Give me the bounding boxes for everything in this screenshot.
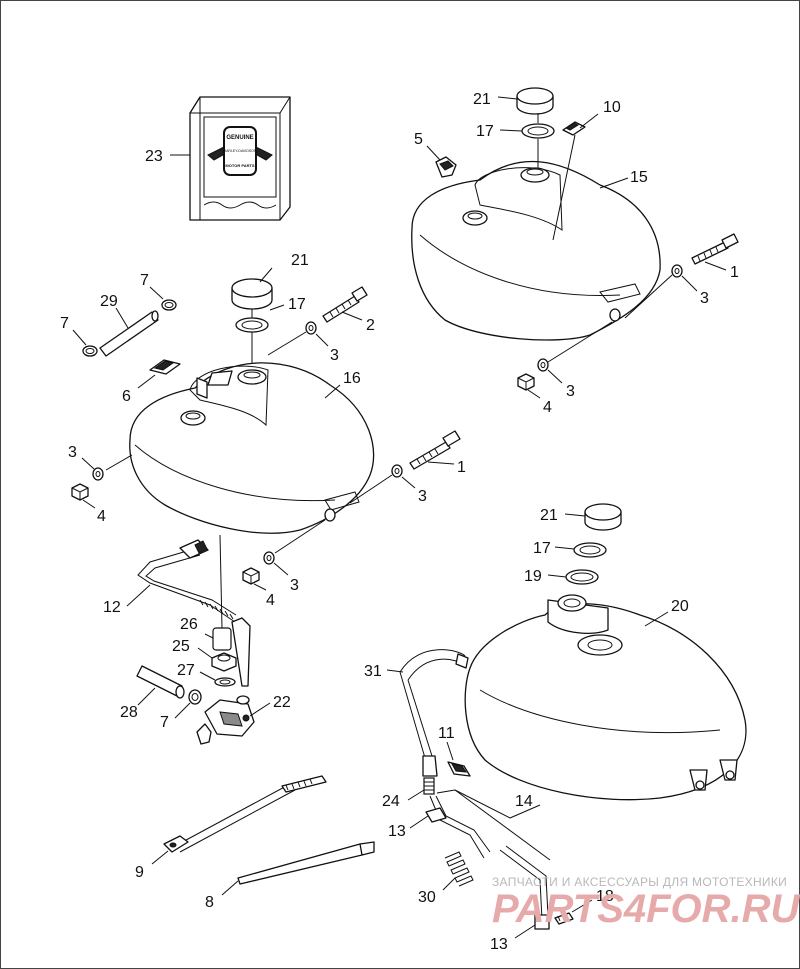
bolt-1-mid	[409, 430, 461, 470]
svg-text:MOTOR PARTS: MOTOR PARTS	[225, 163, 255, 168]
filter-26	[212, 627, 232, 651]
clip-5	[435, 156, 457, 178]
fuel-tank-20	[464, 594, 747, 801]
nut-25	[211, 652, 237, 672]
callout-25: 25	[172, 638, 190, 655]
callout-19: 19	[524, 568, 542, 585]
fitting-18	[554, 912, 574, 925]
callout-4-top: 4	[543, 399, 552, 416]
callout-7-b: 7	[60, 315, 69, 332]
bolt-1-top	[691, 233, 739, 265]
hose-28	[136, 665, 185, 699]
callout-10: 10	[603, 99, 621, 116]
svg-text:HARLEY-DAVIDSON: HARLEY-DAVIDSON	[224, 149, 257, 153]
vent-hose-31	[399, 649, 469, 777]
callout-15: 15	[630, 169, 648, 186]
callout-8: 8	[205, 894, 214, 911]
crossover-line-12	[137, 539, 251, 687]
callout-5: 5	[414, 131, 423, 148]
callout-7-c: 7	[160, 714, 169, 731]
callout-12: 12	[103, 599, 121, 616]
callout-28: 28	[120, 704, 138, 721]
clamp-7-a	[161, 299, 177, 311]
callout-3-mid-b: 3	[68, 444, 77, 461]
fuel-cap-21-top	[516, 87, 554, 115]
callout-14: 14	[515, 793, 533, 810]
callout-7-a: 7	[140, 272, 149, 289]
strap-8	[237, 841, 375, 885]
callout-30: 30	[418, 889, 436, 906]
gasket-17-mid	[235, 317, 269, 333]
callout-23: 23	[145, 148, 163, 165]
fuel-line-14	[425, 795, 550, 930]
svg-text:GENUINE: GENUINE	[226, 135, 253, 141]
washer-3-mid-b	[92, 467, 104, 481]
callout-13-a: 13	[388, 823, 406, 840]
washer-3-top-b	[537, 358, 549, 372]
callout-1-top: 1	[730, 264, 739, 281]
callout-26: 26	[180, 616, 198, 633]
washer-3-top-a	[671, 264, 683, 278]
nut-4-top	[517, 373, 535, 391]
callout-13-b: 13	[490, 936, 508, 953]
callout-16: 16	[343, 370, 361, 387]
callout-3-mid-d: 3	[290, 577, 299, 594]
callout-18: 18	[596, 888, 614, 905]
nut-4-mid-a	[71, 483, 89, 501]
genuine-motor-parts-badge-logo: GENUINE HARLEY-DAVIDSON MOTOR PARTS	[207, 126, 273, 176]
gasket-19	[565, 569, 599, 585]
fuel-cap-21-right	[584, 503, 622, 531]
callout-31: 31	[364, 663, 382, 680]
petcock-22	[196, 695, 255, 745]
callout-3-top-b: 3	[566, 383, 575, 400]
clamp-7-b	[82, 345, 98, 357]
clip-6	[149, 359, 181, 375]
fuel-cap-21-mid	[231, 278, 273, 310]
fuel-tank-15	[411, 160, 661, 341]
callout-29: 29	[100, 293, 118, 310]
callout-9: 9	[135, 864, 144, 881]
gasket-17-right	[573, 542, 607, 558]
clip-11	[447, 761, 471, 777]
callout-22: 22	[273, 694, 291, 711]
clip-10	[562, 121, 586, 136]
callout-6: 6	[122, 388, 131, 405]
callout-17-mid: 17	[288, 296, 306, 313]
washer-27	[214, 677, 236, 687]
fitting-24	[423, 777, 435, 795]
callout-20: 20	[671, 598, 689, 615]
washer-3-mid-c	[391, 464, 403, 478]
washer-3-mid-d	[263, 551, 275, 565]
callout-21-top: 21	[473, 91, 491, 108]
spring-30	[444, 851, 474, 887]
watermark-tagline: ЗАПЧАСТИ И АКСЕССУАРЫ ДЛЯ МОТОТЕХНИКИ	[492, 875, 787, 889]
paint-kit-box: GENUINE HARLEY-DAVIDSON MOTOR PARTS	[189, 96, 291, 221]
callout-11: 11	[438, 725, 455, 742]
fuel-tank-16	[129, 362, 375, 534]
callout-4-mid-b: 4	[266, 592, 275, 609]
callout-17-right: 17	[533, 540, 551, 557]
clamp-7-c	[188, 689, 202, 705]
callout-2: 2	[366, 317, 375, 334]
bolt-2	[322, 286, 368, 323]
nut-4-mid-b	[242, 567, 260, 585]
callout-21-right: 21	[540, 507, 558, 524]
strap-9	[163, 775, 327, 853]
callout-21-mid: 21	[291, 252, 309, 269]
callout-1-mid: 1	[457, 459, 466, 476]
gasket-17-top	[521, 123, 555, 139]
callout-27: 27	[177, 662, 195, 679]
callout-17-top: 17	[476, 123, 494, 140]
watermark-logo: PARTS4FOR.RU	[492, 887, 800, 931]
callout-3-top-a: 3	[700, 290, 709, 307]
callout-3-mid-a: 3	[330, 347, 339, 364]
washer-3-mid-a	[305, 321, 317, 335]
callout-24: 24	[382, 793, 400, 810]
callout-4-mid-a: 4	[97, 508, 106, 525]
vent-hose-29	[99, 310, 159, 357]
callout-3-mid-c: 3	[418, 488, 427, 505]
